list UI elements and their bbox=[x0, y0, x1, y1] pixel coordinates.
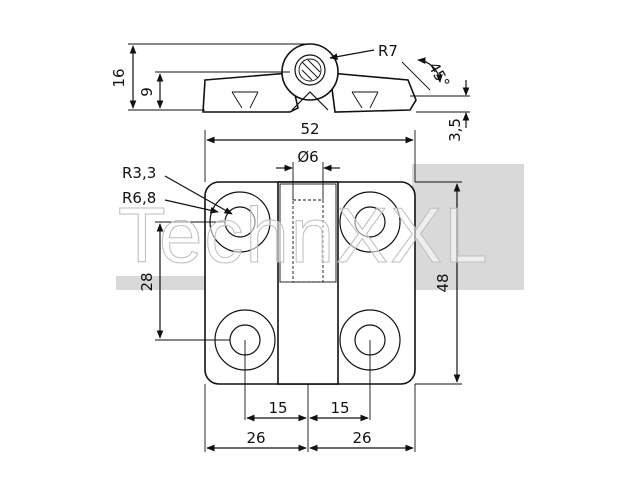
label-3-5: 3,5 bbox=[446, 118, 464, 142]
label-r3-3: R3,3 bbox=[122, 164, 156, 182]
label-26-right: 26 bbox=[352, 429, 371, 447]
angle-arc bbox=[417, 57, 443, 83]
leader-r6-8 bbox=[164, 199, 219, 214]
side-view-base bbox=[202, 72, 299, 113]
side-view-base-right bbox=[329, 72, 417, 113]
angle-leg bbox=[401, 61, 431, 91]
watermark-text: TechnXXL bbox=[118, 191, 490, 279]
label-15-left: 15 bbox=[268, 399, 287, 417]
watermark-band-right bbox=[412, 164, 524, 290]
knuckle-bore bbox=[294, 54, 326, 86]
front-view: 52 Ø6 R3,3 R6,8 28 48 15 15 bbox=[122, 120, 462, 452]
countersink-right bbox=[351, 91, 379, 109]
label-48: 48 bbox=[434, 273, 452, 292]
label-r6-8: R6,8 bbox=[122, 189, 156, 207]
label-52: 52 bbox=[300, 120, 319, 138]
countersink-left bbox=[231, 91, 259, 109]
label-26-left: 26 bbox=[246, 429, 265, 447]
label-d6: Ø6 bbox=[297, 148, 318, 166]
bore-hidden-lines bbox=[292, 199, 324, 283]
knuckle-v bbox=[291, 91, 329, 111]
knuckle-thread bbox=[298, 58, 322, 82]
leader-r7 bbox=[329, 49, 375, 60]
side-view: 16 9 R7 45° 3,5 bbox=[110, 42, 470, 142]
thread-hatch bbox=[301, 59, 321, 81]
label-r7: R7 bbox=[378, 42, 398, 60]
label-15-right: 15 bbox=[330, 399, 349, 417]
label-16: 16 bbox=[110, 68, 128, 87]
label-28: 28 bbox=[138, 272, 156, 291]
label-9: 9 bbox=[138, 87, 156, 97]
leader-r3-3 bbox=[164, 175, 233, 215]
knuckle-strip bbox=[277, 181, 339, 385]
hole-top-right bbox=[339, 191, 401, 253]
